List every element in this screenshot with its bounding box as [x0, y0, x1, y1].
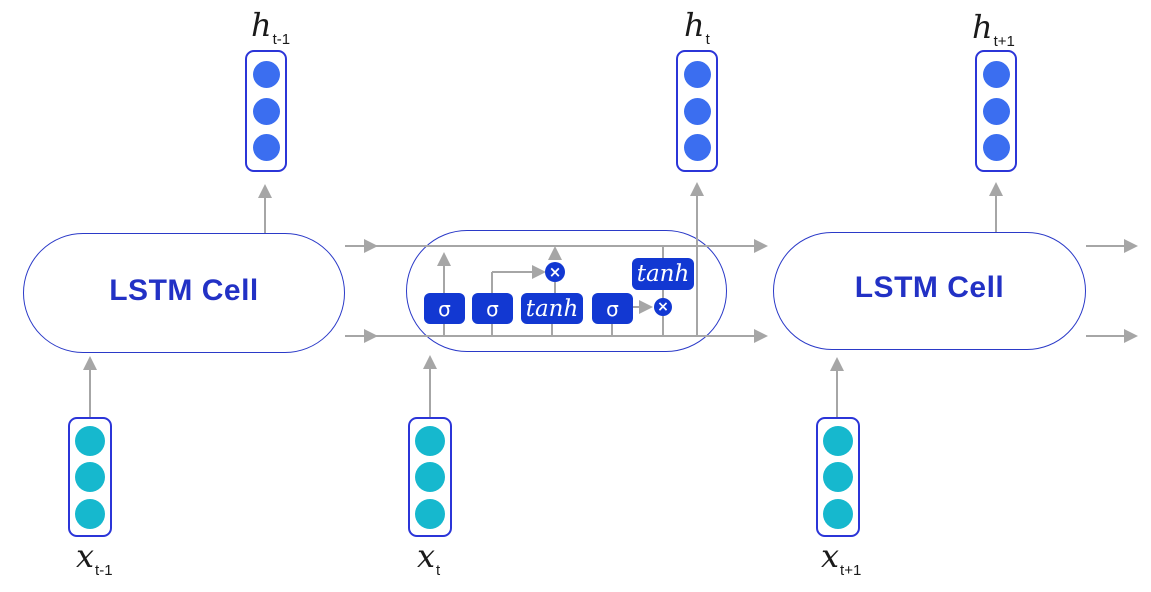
- recurrent-line-bottom: [345, 329, 768, 343]
- lstm-cell-left-label: LSTM Cell: [109, 274, 259, 307]
- lstm-detail-cell: [406, 230, 727, 352]
- h-prev-vector: [245, 50, 287, 172]
- x-curr-vector: [408, 417, 452, 537]
- sigma-gate-3: σ: [592, 293, 633, 324]
- sigma-gate-1: σ: [424, 293, 465, 324]
- h-curr-vector: [676, 50, 718, 172]
- label-base: x: [417, 537, 436, 575]
- lstm-cell-right: [773, 232, 1086, 350]
- x-next-input-arrow: [830, 357, 844, 417]
- vector-dot: [75, 425, 105, 456]
- label-subscript: t-1: [95, 562, 113, 579]
- vector-dot: [823, 425, 853, 456]
- h-prev-label: ht-1: [251, 6, 290, 48]
- label-subscript: t-1: [272, 31, 291, 48]
- vector-dot: [252, 133, 280, 161]
- vector-dot: [75, 462, 105, 492]
- vector-dot: [683, 133, 711, 161]
- label-subscript: t: [436, 562, 441, 579]
- vector-dot: [982, 97, 1010, 125]
- vector-dot: [982, 133, 1010, 161]
- vector-dot: [823, 498, 853, 529]
- vector-dot: [683, 97, 711, 125]
- vector-dot: [252, 61, 280, 89]
- label-base: x: [76, 537, 95, 575]
- tanh-output-gate: tanh: [632, 258, 694, 290]
- vector-dot: [415, 498, 445, 529]
- x-curr-input-arrow: [423, 355, 437, 417]
- x-prev-label: xt-1: [76, 537, 113, 579]
- vector-dot: [415, 425, 445, 456]
- gate-connector-lines: [437, 246, 664, 337]
- x-next-vector: [816, 417, 860, 537]
- vector-dot: [823, 462, 853, 492]
- vector-dot: [75, 498, 105, 529]
- vector-dot: [252, 97, 280, 125]
- label-subscript: t+1: [993, 33, 1015, 50]
- lstm-cell-left: [23, 233, 345, 353]
- lstm-cell-right-label: LSTM Cell: [854, 271, 1005, 304]
- tanh-gate: tanh: [521, 293, 583, 324]
- right-exit-arrows: [1086, 239, 1138, 343]
- x-prev-vector: [68, 417, 112, 537]
- pointwise-multiply-right-icon: ×: [654, 298, 672, 316]
- label-subscript: t: [705, 31, 710, 48]
- label-base: x: [821, 537, 840, 575]
- h-next-output-arrow: [989, 182, 1003, 232]
- x-next-label: xt+1: [821, 537, 861, 579]
- label-base: h: [972, 8, 993, 46]
- h-next-label: ht+1: [972, 8, 1015, 50]
- recurrent-line-top: [345, 239, 768, 253]
- vector-dot: [683, 61, 711, 89]
- label-base: h: [684, 6, 705, 44]
- vector-dot: [982, 61, 1010, 89]
- sigma-gate-2: σ: [472, 293, 513, 324]
- h-curr-label: ht: [684, 6, 710, 48]
- h-curr-output-arrow: [690, 182, 704, 336]
- vector-dot: [415, 462, 445, 492]
- x-prev-input-arrow: [83, 356, 97, 417]
- h-prev-output-arrow: [258, 184, 272, 233]
- h-next-vector: [975, 50, 1017, 172]
- pointwise-multiply-top-icon: ×: [545, 262, 565, 282]
- x-curr-label: xt: [417, 537, 440, 579]
- label-base: h: [251, 6, 272, 44]
- label-subscript: t+1: [840, 562, 862, 579]
